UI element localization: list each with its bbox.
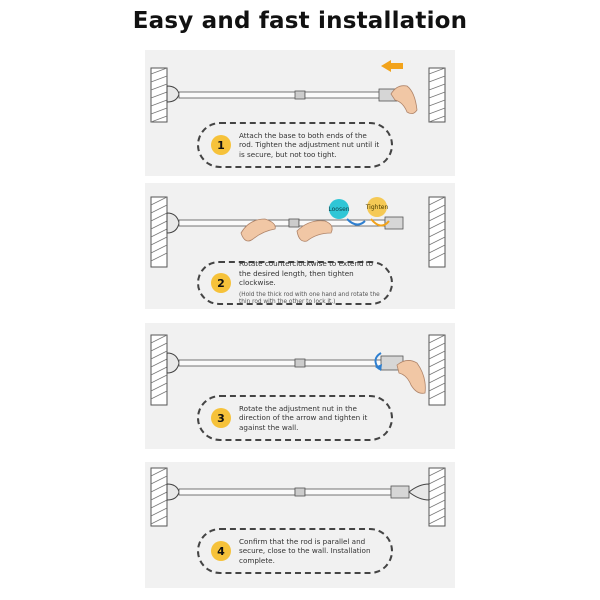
- rod: [178, 359, 296, 367]
- step-panel-3: 3 Rotate the adjustment nut in the direc…: [145, 323, 455, 449]
- wall-bracket-icon: [166, 85, 180, 103]
- rotation-arrow-icon: [346, 218, 366, 226]
- rod: [178, 91, 300, 99]
- adjustment-nut: [390, 485, 410, 499]
- loosen-label: Loosen: [328, 206, 349, 213]
- hand-icon: [390, 85, 418, 114]
- step-panel-2: Loosen Tighten 2 Rotate counterclockwise…: [145, 183, 455, 309]
- step-text: Confirm that the rod is parallel and sec…: [239, 536, 371, 565]
- step-note-3: 3 Rotate the adjustment nut in the direc…: [197, 395, 393, 441]
- step-panel-4: 4 Confirm that the rod is parallel and s…: [145, 462, 455, 588]
- wall-left: [150, 67, 168, 123]
- tighten-label: Tighten: [365, 204, 389, 211]
- page-title: Easy and fast installation: [132, 8, 468, 34]
- rotation-arrow-icon: [370, 218, 390, 227]
- wall-bracket-icon: [166, 352, 180, 374]
- step-text: Rotate the adjustment nut in the directi…: [239, 403, 368, 432]
- rod-illustration-3: [150, 334, 446, 406]
- wall-left: [150, 467, 168, 527]
- wall-right: [428, 67, 446, 123]
- wall-bracket-icon: [166, 483, 180, 501]
- rod: [178, 488, 296, 496]
- wall-left: [150, 196, 168, 268]
- wall-left: [150, 334, 168, 406]
- step-note-1: 1 Attach the base to both ends of the ro…: [197, 122, 393, 168]
- wall-right: [428, 467, 446, 527]
- step-note-4: 4 Confirm that the rod is parallel and s…: [197, 528, 393, 574]
- loosen-marker: [329, 199, 349, 219]
- step-number-badge: 3: [211, 408, 231, 428]
- rod-illustration-2: Loosen Tighten: [150, 196, 446, 268]
- hand-icon: [396, 360, 426, 394]
- step-text: Attach the base to both ends of the rod.…: [239, 130, 380, 159]
- step-panel-1: 1 Attach the base to both ends of the ro…: [145, 50, 455, 176]
- step-text-main: Rotate counterclockwise to extend to the…: [239, 259, 374, 288]
- wall-right: [428, 334, 446, 406]
- step-number-badge: 2: [211, 273, 231, 293]
- wall-bracket-icon: [408, 483, 430, 501]
- wall-bracket-icon: [166, 212, 180, 234]
- step-text: Rotate counterclockwise to extend to the…: [239, 259, 391, 306]
- step-number-badge: 4: [211, 541, 231, 561]
- hand-icon: [296, 220, 333, 242]
- step-note-2: 2 Rotate counterclockwise to extend to t…: [197, 259, 393, 306]
- adjustment-nut: [384, 216, 404, 230]
- direction-arrow-icon: [381, 60, 403, 72]
- step-number-badge: 1: [211, 135, 231, 155]
- tighten-marker: [367, 197, 387, 217]
- step-subtext: (Hold the thick rod with one hand and ro…: [239, 291, 380, 306]
- hand-icon: [240, 218, 276, 242]
- wall-right: [428, 196, 446, 268]
- rod-illustration-1: [150, 60, 446, 123]
- rod-illustration-4: [150, 467, 446, 527]
